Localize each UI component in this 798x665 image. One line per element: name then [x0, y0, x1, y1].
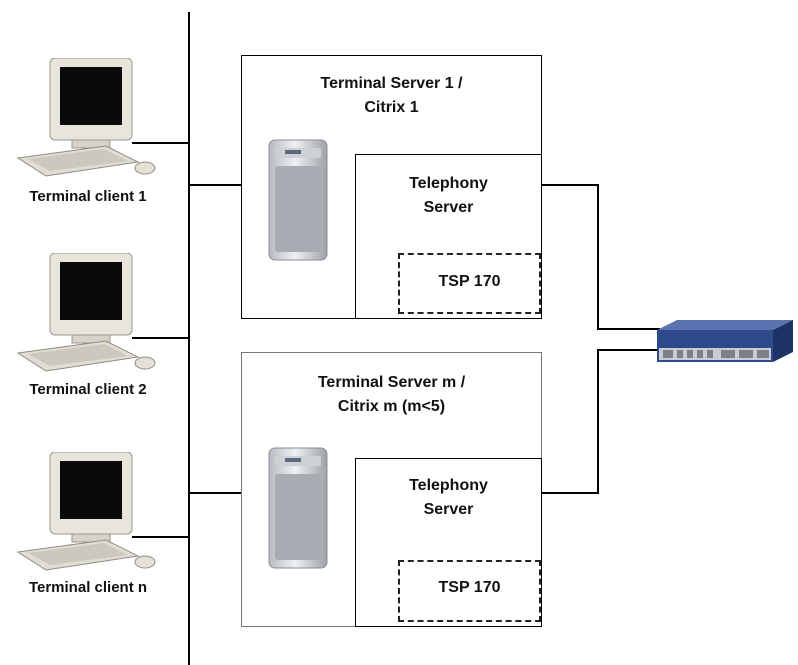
telephony-server-m-label-line2: Server [423, 501, 474, 518]
tsp-170-box-m [398, 560, 541, 622]
tower-server-icon [268, 139, 328, 261]
tsp-170-box-1 [398, 253, 541, 314]
rack-switch-icon [657, 320, 793, 362]
telephony-server-1-label-line1: Telephony [409, 175, 488, 192]
terminal-server-1-tower [265, 138, 331, 262]
terminal-server-m-tower [265, 446, 331, 570]
terminal-client-2-label: Terminal client 2 [29, 381, 147, 398]
tower-server-icon [268, 447, 328, 569]
terminal-server-1-subtitle: Citrix 1 [364, 99, 419, 116]
terminal-client-1-label: Terminal client 1 [29, 188, 147, 205]
telephony-server-m-label-line1: Telephony [409, 477, 488, 494]
telephony-switch [655, 318, 795, 366]
terminal-server-1-title: Terminal Server 1 / [320, 75, 463, 92]
terminal-client-n-computer [10, 451, 160, 572]
desktop-computer-icon [16, 451, 156, 571]
terminal-server-m-subtitle: Citrix m (m<5) [337, 398, 446, 415]
tsp-170-label-m: TSP 170 [438, 579, 501, 596]
desktop-computer-icon [16, 57, 156, 177]
telephony-server-1-label-line2: Server [423, 199, 474, 216]
terminal-server-m-title: Terminal Server m / [317, 374, 466, 391]
desktop-computer-icon [16, 252, 156, 372]
telephony-m-link [541, 349, 660, 494]
terminal-client-2-computer [10, 252, 160, 373]
tsp-170-label-1: TSP 170 [438, 273, 501, 290]
terminal-client-n-label: Terminal client n [28, 579, 148, 596]
telephony-1-link [541, 184, 660, 330]
terminal-client-1-computer [10, 57, 160, 178]
